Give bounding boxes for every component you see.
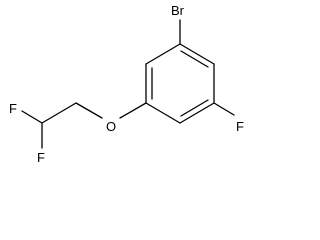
- bond-o-ch2: [75, 102, 103, 119]
- ring-bond-c3-c4: [179, 102, 215, 124]
- ring-bond-c6-c1: [145, 43, 181, 65]
- ring-double-bond-c1-c2: [180, 50, 209, 68]
- ring-bond-c1-c2: [179, 43, 215, 65]
- fluorine-ring-label: F: [236, 119, 244, 134]
- bond-c5-o: [119, 102, 147, 119]
- structure-diagram: Br O F F F: [9, 3, 244, 165]
- molecule-drawing: Br O F F F: [9, 3, 244, 165]
- bond-chf2-f-top: [21, 110, 43, 124]
- bond-c3-f: [213, 102, 235, 116]
- ring-bond-c4-c5: [145, 102, 181, 124]
- oxygen-label: O: [106, 119, 116, 134]
- ring-double-bond-c3-c4: [180, 99, 209, 117]
- fluorine-bottom-label: F: [37, 150, 45, 165]
- bromine-label: Br: [171, 3, 185, 18]
- fluorine-top-label: F: [9, 101, 17, 116]
- bond-ch2-chf2: [41, 102, 77, 124]
